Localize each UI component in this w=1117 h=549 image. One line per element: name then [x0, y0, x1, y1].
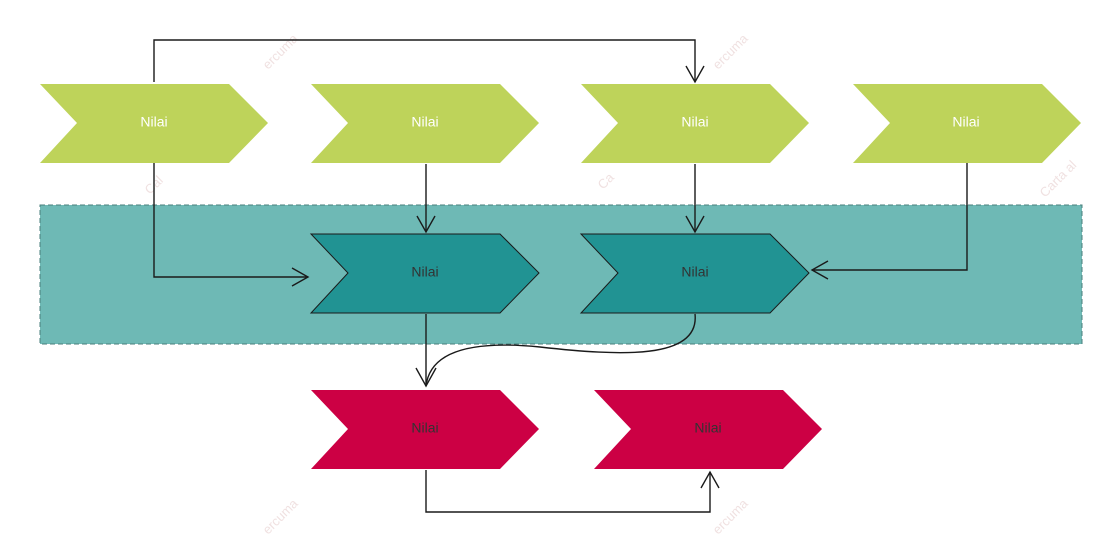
connector-mid2-bot1	[425, 313, 696, 387]
arrowhead-mid1-left	[291, 267, 310, 287]
watermark-text-6: Ca	[595, 169, 618, 192]
watermark-text-4: ercuma	[710, 495, 752, 537]
chevron-shape	[594, 390, 822, 469]
chevron-shape	[581, 84, 809, 163]
chevron-label: Nilai	[411, 264, 438, 280]
arrowhead-mid1-top	[416, 215, 436, 234]
chevron-label: Nilai	[694, 420, 721, 436]
chevron-label: Nilai	[681, 264, 708, 280]
chevron-bot-1: Nilai	[311, 390, 539, 469]
chevron-shape	[311, 390, 539, 469]
chevron-top-1: Nilai	[40, 84, 268, 163]
chevron-label: Nilai	[681, 114, 708, 130]
chevron-shape	[311, 84, 539, 163]
watermark-text-3: ercuma	[260, 495, 302, 537]
chevron-mid-2: Nilai	[579, 233, 810, 314]
chevron-label: Nilai	[411, 114, 438, 130]
chevron-shape	[40, 84, 268, 163]
watermark-text-1: ercuma	[260, 30, 302, 72]
connector-bot1-bot2	[425, 470, 711, 513]
highlight-band	[39, 204, 1083, 345]
chevron-bot-2: Nilai	[594, 390, 822, 469]
chevron-top-2: Nilai	[311, 84, 539, 163]
chevron-top-3: Nilai	[581, 84, 809, 163]
chevron-shape	[579, 233, 810, 314]
arrowhead-mid2-right	[810, 260, 829, 280]
arrowhead-bot2-bottom	[700, 470, 720, 489]
chevron-mid-1: Nilai	[309, 233, 540, 314]
chevron-shape	[309, 233, 540, 314]
chevron-label: Nilai	[411, 420, 438, 436]
watermark-text-2: ercuma	[710, 30, 752, 72]
arrowhead-bot1-top	[415, 367, 437, 388]
chevron-top-4: Nilai	[853, 84, 1081, 163]
connector-top1-mid1	[153, 160, 308, 278]
arrowhead-mid2-top	[685, 215, 705, 234]
chevron-label: Nilai	[952, 114, 979, 130]
watermark-text-7: Carta al	[1037, 157, 1080, 200]
chevron-shape	[853, 84, 1081, 163]
connector-top1-top3	[153, 39, 696, 82]
connector-top4-mid2	[812, 160, 968, 271]
chevron-label: Nilai	[140, 114, 167, 130]
arrowhead-top3	[685, 65, 705, 84]
connectors	[153, 39, 968, 513]
